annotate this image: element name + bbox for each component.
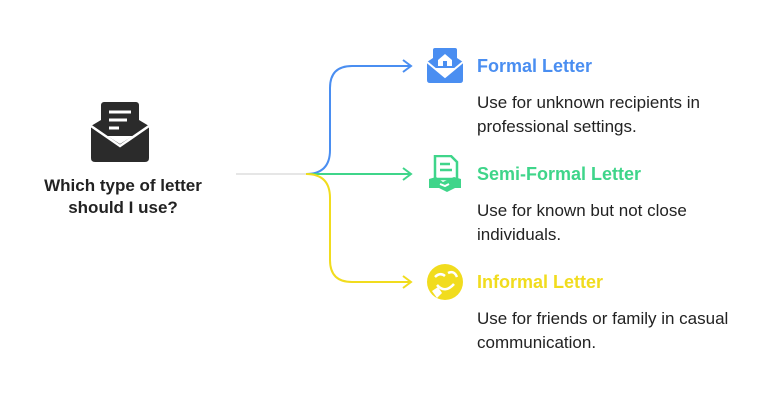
handshake-document-icon: [426, 154, 464, 193]
connector-formal: [305, 65, 410, 175]
arrowhead-informal: [402, 275, 413, 289]
branch-description-informal: Use for friends or family in casual comm…: [477, 309, 729, 352]
branch-title-formal: Formal Letter: [477, 56, 593, 76]
friendly-face-icon: [426, 263, 464, 301]
home-envelope-icon: [426, 46, 464, 84]
branch-title-semi-formal: Semi-Formal Letter: [477, 164, 642, 184]
root-question: Which type of letter should I use?: [44, 176, 202, 217]
connector-informal: [305, 173, 410, 283]
arrowhead-semi-formal: [402, 167, 413, 181]
branch-description-semi-formal: Use for known but not close individuals.: [477, 201, 687, 244]
arrowhead-formal: [402, 59, 413, 73]
branch-title-informal: Informal Letter: [477, 272, 604, 292]
envelope-document-icon: [89, 100, 151, 162]
branch-description-formal: Use for unknown recipients in profession…: [477, 93, 701, 136]
